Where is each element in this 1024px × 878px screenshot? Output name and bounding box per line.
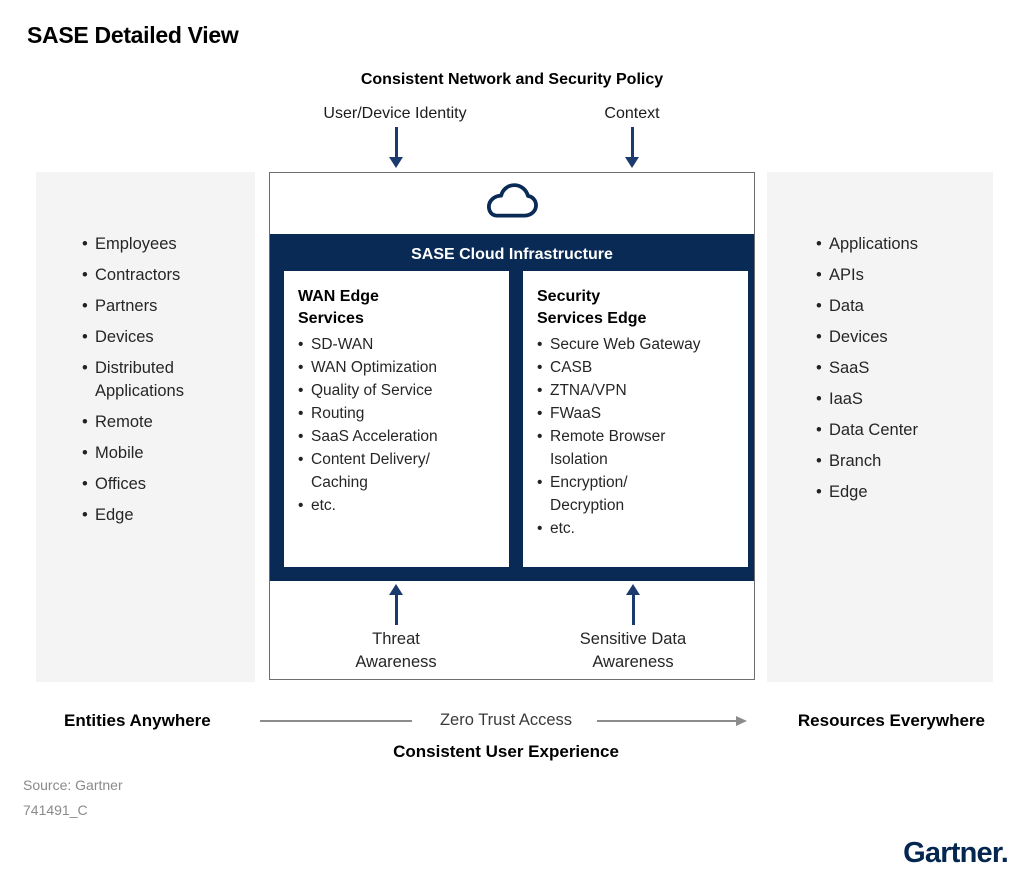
list-item: Distributed Applications bbox=[82, 357, 255, 403]
list-item: IaaS bbox=[816, 388, 993, 411]
zero-trust-line-left bbox=[260, 720, 412, 722]
list-item: SD-WAN bbox=[298, 333, 501, 356]
wan-edge-services-box: WAN Edge Services SD-WAN WAN Optimizatio… bbox=[284, 271, 509, 567]
arrow-head bbox=[389, 157, 403, 168]
entities-list: Employees Contractors Partners Devices D… bbox=[36, 172, 255, 527]
arrow-shaft bbox=[630, 127, 634, 158]
sase-infrastructure-band: SASE Cloud Infrastructure WAN Edge Servi… bbox=[270, 234, 754, 581]
list-item: Devices bbox=[82, 326, 255, 349]
arrow-shaft bbox=[394, 593, 398, 625]
user-device-identity-label: User/Device Identity bbox=[323, 105, 467, 122]
list-item: WAN Optimization bbox=[298, 356, 501, 379]
consistent-user-experience-label: Consistent User Experience bbox=[393, 742, 619, 761]
list-item: Routing bbox=[298, 402, 501, 425]
zero-trust-arrow-right bbox=[597, 716, 747, 726]
arrow-head bbox=[389, 584, 403, 595]
list-item: etc. bbox=[298, 494, 501, 517]
sase-cloud-box: SASE Cloud Infrastructure WAN Edge Servi… bbox=[269, 172, 755, 680]
threat-awareness-label: Threat Awareness bbox=[355, 630, 437, 671]
list-item: Encryption/ Decryption bbox=[537, 471, 740, 517]
wan-services-list: SD-WAN WAN Optimization Quality of Servi… bbox=[298, 333, 501, 517]
resources-panel: Applications APIs Data Devices SaaS IaaS… bbox=[767, 172, 993, 682]
list-item: Secure Web Gateway bbox=[537, 333, 740, 356]
band-title: SASE Cloud Infrastructure bbox=[411, 246, 613, 263]
list-item: Employees bbox=[82, 233, 255, 256]
document-id: 741491_C bbox=[23, 802, 88, 818]
list-item: CASB bbox=[537, 356, 740, 379]
list-item: Mobile bbox=[82, 442, 255, 465]
list-item: Contractors bbox=[82, 264, 255, 287]
list-item: Applications bbox=[816, 233, 993, 256]
gartner-logo: Gartner. bbox=[903, 837, 1009, 869]
threat-up-arrow-icon bbox=[389, 584, 403, 625]
arrow-shaft bbox=[394, 127, 398, 158]
list-item: Edge bbox=[82, 504, 255, 527]
sse-box-title: Security Services Edge bbox=[537, 288, 647, 327]
zero-trust-access-label: Zero Trust Access bbox=[439, 711, 573, 729]
page-title: SASE Detailed View bbox=[27, 22, 239, 48]
list-item: Data Center bbox=[816, 419, 993, 442]
policy-label: Consistent Network and Security Policy bbox=[360, 71, 664, 88]
resources-list: Applications APIs Data Devices SaaS IaaS… bbox=[767, 172, 993, 504]
wan-box-title: WAN Edge Services bbox=[298, 288, 379, 327]
list-item: Data bbox=[816, 295, 993, 318]
list-item: FWaaS bbox=[537, 402, 740, 425]
list-item: Remote bbox=[82, 411, 255, 434]
context-down-arrow-icon bbox=[625, 127, 639, 168]
list-item: Offices bbox=[82, 473, 255, 496]
entities-anywhere-label: Entities Anywhere bbox=[64, 711, 211, 730]
identity-down-arrow-icon bbox=[389, 127, 403, 168]
list-item: Partners bbox=[82, 295, 255, 318]
sse-services-list: Secure Web Gateway CASB ZTNA/VPN FWaaS R… bbox=[537, 333, 740, 540]
context-label: Context bbox=[604, 105, 660, 122]
entities-panel: Employees Contractors Partners Devices D… bbox=[36, 172, 255, 682]
arrow-head bbox=[626, 584, 640, 595]
list-item: Quality of Service bbox=[298, 379, 501, 402]
list-item: SaaS bbox=[816, 357, 993, 380]
resources-everywhere-label: Resources Everywhere bbox=[797, 711, 985, 730]
list-item: Remote Browser Isolation bbox=[537, 425, 740, 471]
sensitive-data-awareness-label: Sensitive Data Awareness bbox=[579, 630, 687, 671]
list-item: SaaS Acceleration bbox=[298, 425, 501, 448]
list-item: APIs bbox=[816, 264, 993, 287]
list-item: Edge bbox=[816, 481, 993, 504]
arrow-shaft bbox=[631, 593, 635, 625]
source-note: Source: Gartner bbox=[23, 777, 123, 793]
list-item: etc. bbox=[537, 517, 740, 540]
list-item: Devices bbox=[816, 326, 993, 349]
arrow-head bbox=[625, 157, 639, 168]
cloud-icon bbox=[483, 181, 541, 228]
list-item: Branch bbox=[816, 450, 993, 473]
sensitive-up-arrow-icon bbox=[626, 584, 640, 625]
list-item: ZTNA/VPN bbox=[537, 379, 740, 402]
list-item: Content Delivery/ Caching bbox=[298, 448, 501, 494]
security-services-edge-box: Security Services Edge Secure Web Gatewa… bbox=[523, 271, 748, 567]
